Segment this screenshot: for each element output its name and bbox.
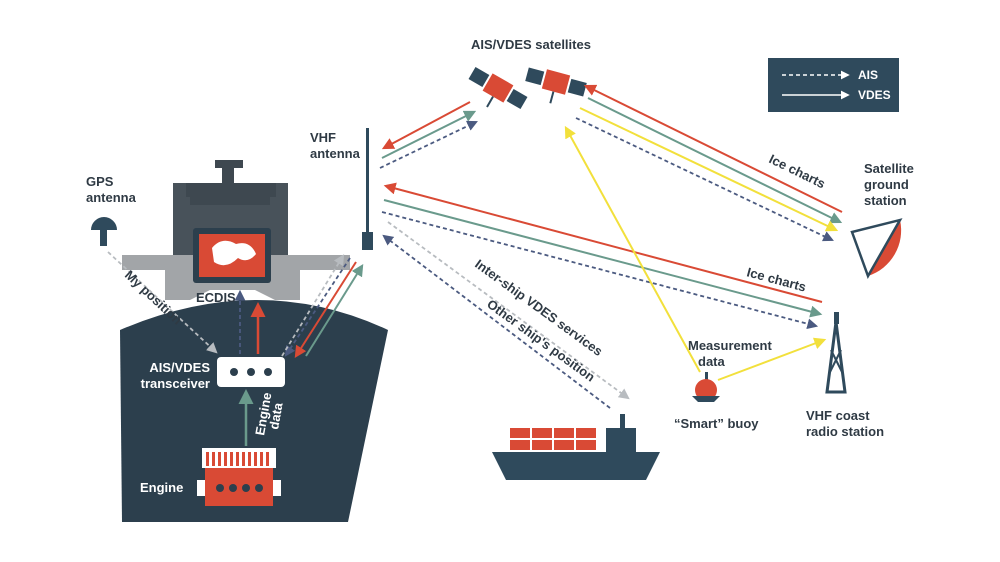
buoy-to-coast-yellow [717, 337, 827, 381]
antenna-to-sat-teal [381, 110, 477, 159]
coast-to-antenna-red [383, 182, 823, 303]
other-ship-to-antenna-navy-dashed [382, 234, 611, 409]
engine-cylinder-1 [216, 484, 224, 492]
coast-radio-station: VHF coast radio station [806, 312, 884, 439]
coast-station-label-line2: radio station [806, 424, 884, 439]
satellite-right-panel-a [525, 67, 545, 86]
vhf-antenna-label-line2: antenna [310, 146, 361, 161]
mast-arm-left [186, 183, 192, 197]
buoy-base [692, 396, 720, 402]
engine-label: Engine [140, 480, 183, 495]
sat-to-antenna-red [381, 101, 471, 150]
satellite-right-panel-b [567, 78, 587, 97]
coast-tower-brace-2 [829, 349, 842, 373]
other-ship-hull [492, 452, 660, 480]
legend-box [768, 58, 899, 112]
coast-station-label-line1: VHF coast [806, 408, 870, 423]
measurement-label-line2: data [698, 354, 726, 369]
ground-station-label-line3: station [864, 193, 907, 208]
transceiver-label-line2: transceiver [141, 376, 210, 391]
satellites-label: AIS/VDES satellites [471, 37, 591, 52]
other-ship [492, 414, 660, 480]
ecdis-chart-land [212, 240, 256, 266]
ecdis-label: ECDIS [196, 290, 236, 305]
measurement-label-line1: Measurement [688, 338, 772, 353]
other-ship-bridge [606, 428, 636, 452]
antenna-to-transceiver-dashed [284, 257, 351, 357]
ground-station: Satellite ground station [850, 161, 914, 279]
smart-buoy: “Smart” buoy Measurement data [674, 338, 772, 431]
transceiver-led-2 [247, 368, 255, 376]
sat-to-ground-navy-dashed [575, 117, 834, 242]
mast-cap [215, 160, 243, 168]
engine-fins [206, 452, 269, 466]
transceiver-to-antenna-gray-dashed [281, 254, 345, 357]
transceiver-led-3 [264, 368, 272, 376]
engine-cylinder-3 [242, 484, 250, 492]
other-ship-containers [510, 428, 596, 450]
ship-hull [120, 300, 388, 522]
ground-station-label-line1: Satellite [864, 161, 914, 176]
vhf-antenna-label-line1: VHF [310, 130, 336, 145]
mast-arm-right [270, 183, 276, 197]
antenna-to-sat-navy-dashed [379, 120, 478, 169]
antenna-to-coast-navy-dashed [381, 211, 819, 330]
satellite-left-body [482, 73, 514, 103]
ground-station-label-line2: ground [864, 177, 909, 192]
vhf-antenna-base [362, 232, 373, 250]
gps-antenna: GPS antenna [86, 174, 137, 246]
satellite-right-body [541, 69, 571, 95]
satellite-right-dish [549, 91, 555, 104]
sat-to-ground-yellow [579, 107, 839, 232]
ice-charts-upper-label: Ice charts [767, 151, 828, 191]
gps-stem [100, 230, 107, 246]
engine-data-label-line1: Engine [252, 391, 274, 436]
satellite-left-panel-a [468, 66, 490, 88]
engine-cylinder-2 [229, 484, 237, 492]
engine-flange-left [197, 480, 205, 496]
ground-to-sat-red [583, 84, 843, 213]
legend: AIS VDES [768, 58, 899, 112]
vhf-antenna: VHF antenna [310, 128, 373, 250]
engine-flange-right [273, 480, 281, 496]
transceiver-to-antenna-teal [305, 263, 364, 357]
engine-cylinder-4 [255, 484, 263, 492]
antenna-to-transceiver-red [294, 261, 357, 359]
gps-label-line2: antenna [86, 190, 137, 205]
antenna-to-other-ship-gray-dashed [387, 221, 630, 400]
satellite-left-dish [486, 96, 494, 108]
buoy-label: “Smart” buoy [674, 416, 759, 431]
legend-ais-label: AIS [858, 68, 878, 82]
satellite-left [468, 66, 528, 110]
antenna-to-coast-teal [383, 199, 823, 318]
engine-data-label-line2: data [266, 401, 286, 431]
buoy-mast [705, 372, 708, 382]
buoy-to-satellite-yellow [564, 125, 701, 373]
coast-tower-top [834, 312, 839, 324]
coast-tower [825, 321, 847, 394]
other-ship-mast [620, 414, 625, 430]
satellite-left-panel-b [506, 88, 528, 110]
sat-to-ground-teal [587, 97, 843, 224]
my-position-arrow [107, 251, 218, 354]
mast-post [222, 165, 234, 195]
gps-label-line1: GPS [86, 174, 114, 189]
legend-vdes-label: VDES [858, 88, 891, 102]
gps-dome [91, 217, 117, 230]
buoy-body [695, 379, 717, 401]
satellite-right [525, 67, 587, 104]
vhf-antenna-rod [366, 128, 369, 236]
ground-station-mount [850, 218, 903, 279]
transceiver-label-line1: AIS/VDES [149, 360, 210, 375]
own-ship: ECDIS AIS/VDES transceiver Engine Engine… [120, 160, 388, 522]
transceiver-led-1 [230, 368, 238, 376]
